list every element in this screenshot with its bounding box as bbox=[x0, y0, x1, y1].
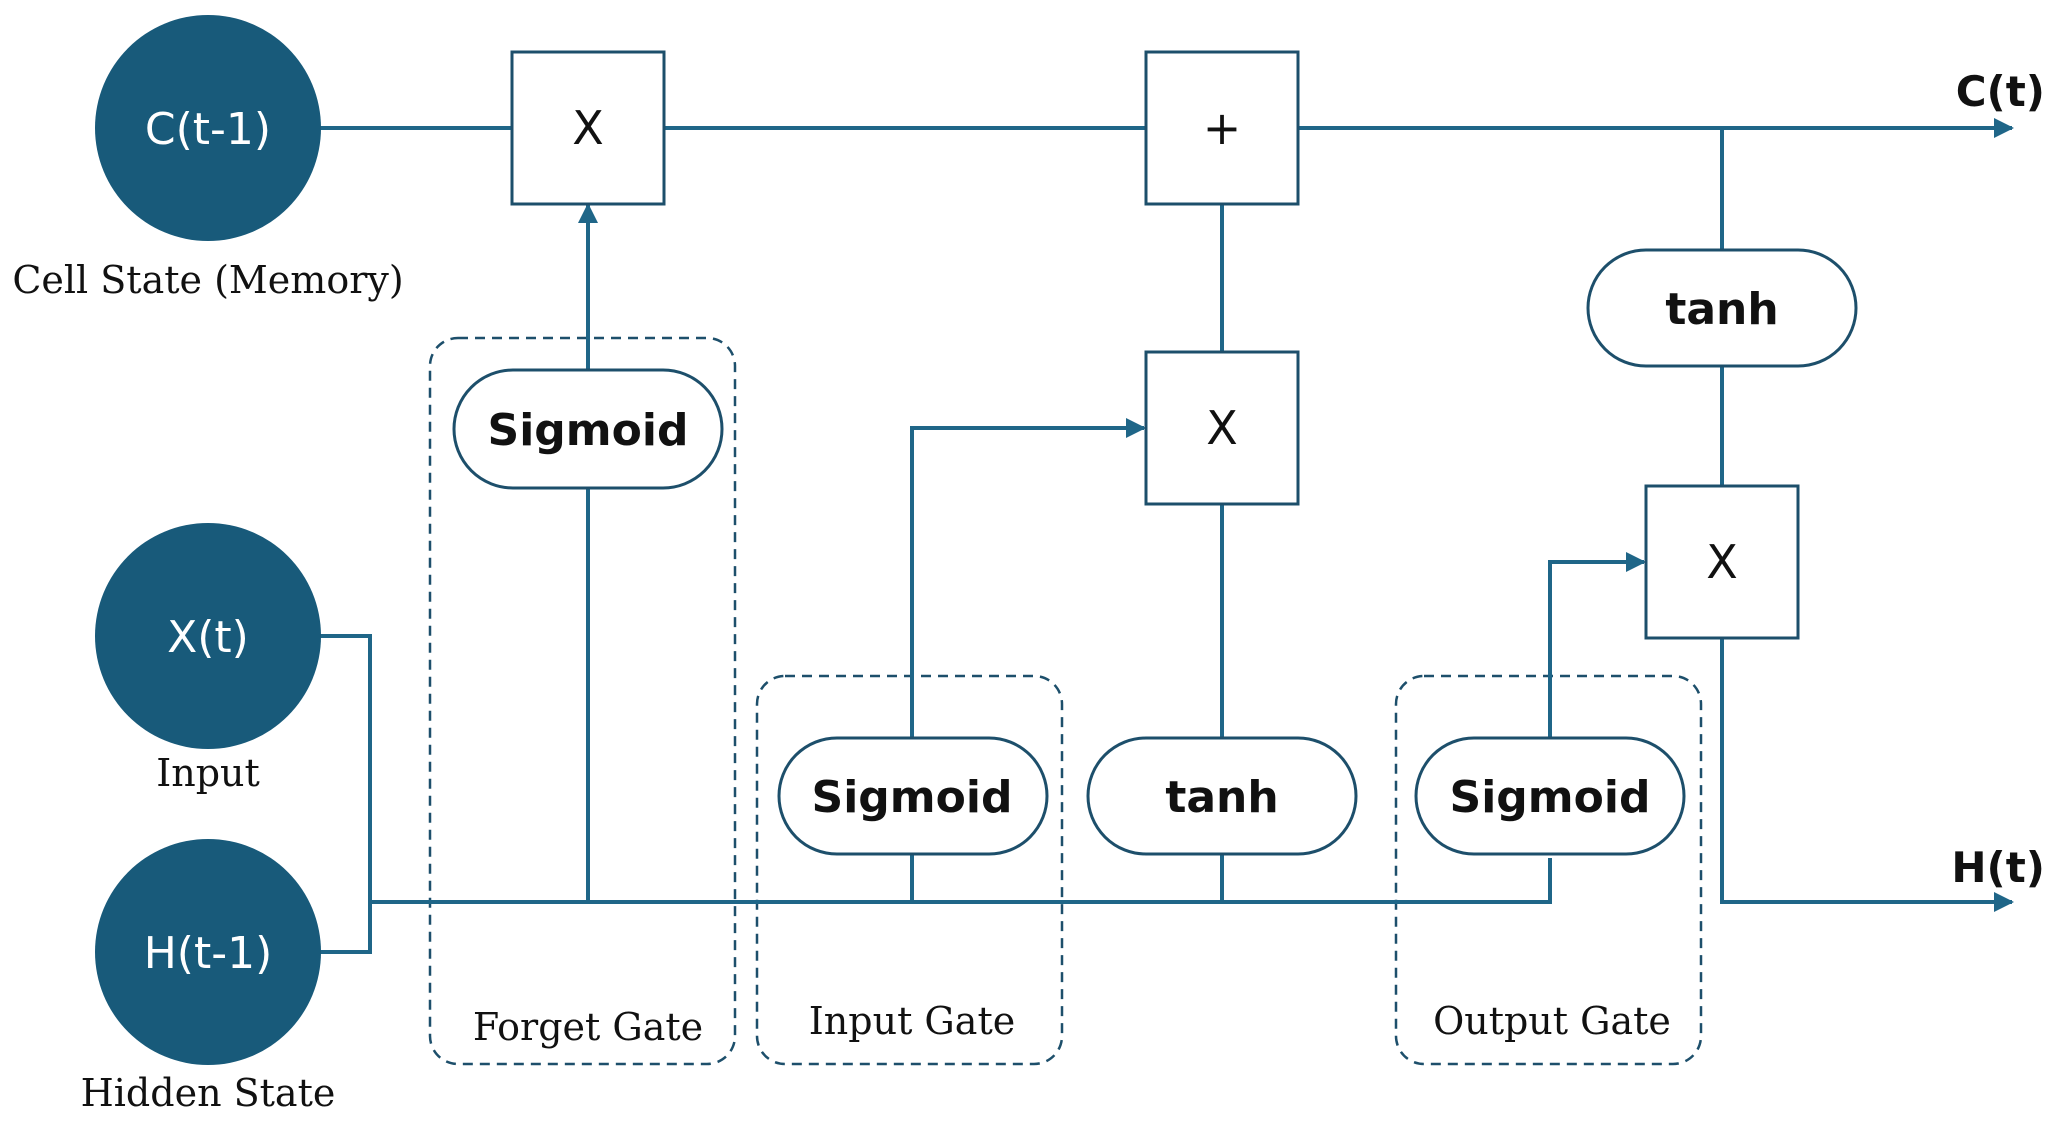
hidden-prev-label: H(t-1) bbox=[144, 928, 273, 979]
input-gate-region bbox=[755, 674, 1064, 1066]
cell-tanh-label: tanh bbox=[1665, 284, 1778, 335]
candidate-tanh-pill: tanh bbox=[1086, 736, 1358, 856]
forget-multiply-symbol: X bbox=[572, 101, 604, 155]
output-multiply-symbol: X bbox=[1706, 535, 1738, 589]
input-label: X(t) bbox=[167, 612, 249, 663]
output-gate-label: Output Gate bbox=[1433, 999, 1671, 1043]
cell-tanh-pill: tanh bbox=[1586, 248, 1858, 368]
candidate-tanh-label: tanh bbox=[1165, 772, 1278, 823]
cell-prev-label: C(t-1) bbox=[145, 104, 271, 155]
cell-add-box: + bbox=[1144, 50, 1300, 206]
output-sigmoid-to-multiply bbox=[1548, 552, 1646, 738]
cell-output-label: C(t) bbox=[1956, 67, 2045, 116]
hidden-prev-caption: Hidden State bbox=[81, 1071, 336, 1115]
xt-connector bbox=[320, 634, 372, 954]
forget-gate-region bbox=[428, 336, 737, 1066]
cell-prev-caption: Cell State (Memory) bbox=[12, 258, 403, 302]
forget-sigmoid-label: Sigmoid bbox=[488, 405, 689, 456]
input-multiply-symbol: X bbox=[1206, 401, 1238, 455]
cell-add-symbol: + bbox=[1203, 101, 1242, 155]
input-node: X(t) bbox=[95, 523, 321, 749]
input-caption: Input bbox=[156, 751, 260, 795]
cell-prev-node: C(t-1) bbox=[95, 15, 321, 241]
input-gate-label: Input Gate bbox=[809, 999, 1015, 1043]
input-sigmoid-to-multiply bbox=[910, 418, 1146, 738]
output-sigmoid-pill: Sigmoid bbox=[1414, 736, 1686, 856]
output-sigmoid-label: Sigmoid bbox=[1450, 772, 1651, 823]
hidden-output-label: H(t) bbox=[1951, 843, 2045, 892]
hidden-out-line bbox=[1720, 638, 2014, 912]
forget-gate-label: Forget Gate bbox=[473, 1005, 703, 1049]
forget-sigmoid-pill: Sigmoid bbox=[452, 368, 724, 490]
input-sigmoid-pill: Sigmoid bbox=[777, 736, 1049, 856]
forget-multiply-box: X bbox=[510, 50, 666, 206]
hidden-bus bbox=[370, 858, 1552, 904]
input-multiply-box: X bbox=[1144, 350, 1300, 506]
input-sigmoid-label: Sigmoid bbox=[812, 772, 1013, 823]
hidden-prev-node: H(t-1) bbox=[95, 839, 321, 1065]
connections bbox=[320, 118, 2014, 954]
output-multiply-box: X bbox=[1644, 484, 1800, 640]
